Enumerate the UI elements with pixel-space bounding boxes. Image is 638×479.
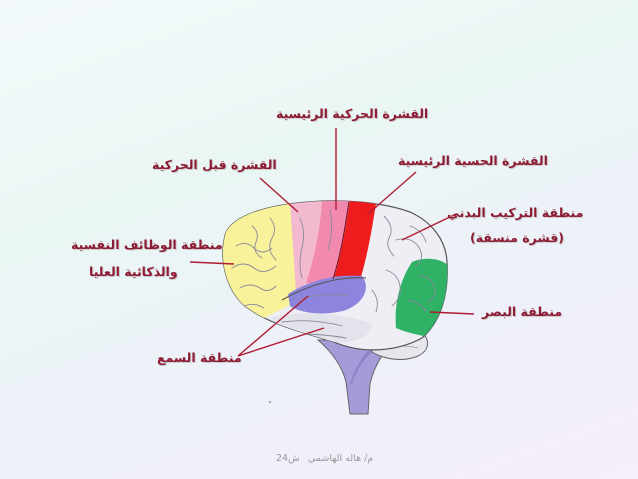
label-visual-area: منطقة البصر xyxy=(482,304,563,319)
premotor-region xyxy=(290,200,322,292)
label-auditory-area: منطقة السمع xyxy=(157,350,242,365)
footer-author: م/ هاله الهاشمي xyxy=(308,453,374,464)
label-primary-sensory-cortex: القشرة الحسية الرئيسية xyxy=(398,153,548,168)
label-somatosensory-line1: منطقة التركيب البدني xyxy=(447,205,584,220)
footer-page: ش24 xyxy=(276,453,300,464)
central-sulcus xyxy=(332,201,350,280)
leader-line-primary-sensory xyxy=(367,171,417,215)
gyri-folds xyxy=(231,209,436,339)
label-somatosensory-line2: (قشرة منسقة) xyxy=(470,230,564,245)
lateral-sulcus xyxy=(281,277,367,301)
primary-motor-region xyxy=(306,200,350,284)
leader-line-premotor xyxy=(259,177,299,213)
speck xyxy=(269,401,271,403)
label-prefrontal-line2: والذكائية العليا xyxy=(89,264,178,279)
leader-line-visual xyxy=(429,311,475,315)
leader-line-somatosensory xyxy=(401,213,457,241)
leader-line-auditory-1 xyxy=(237,295,309,357)
label-primary-motor-cortex: القشرة الحركية الرئيسية xyxy=(276,106,429,121)
label-premotor-cortex: القشرة قبل الحركية xyxy=(152,157,277,172)
primary-sensory-region xyxy=(334,200,376,280)
brain-stem-shade xyxy=(350,346,378,384)
leader-line-auditory-2 xyxy=(237,327,325,357)
leader-lines xyxy=(189,128,475,357)
label-prefrontal-line1: منطقة الوظائف النفسية xyxy=(71,237,223,252)
leader-line-prefrontal xyxy=(189,261,235,265)
